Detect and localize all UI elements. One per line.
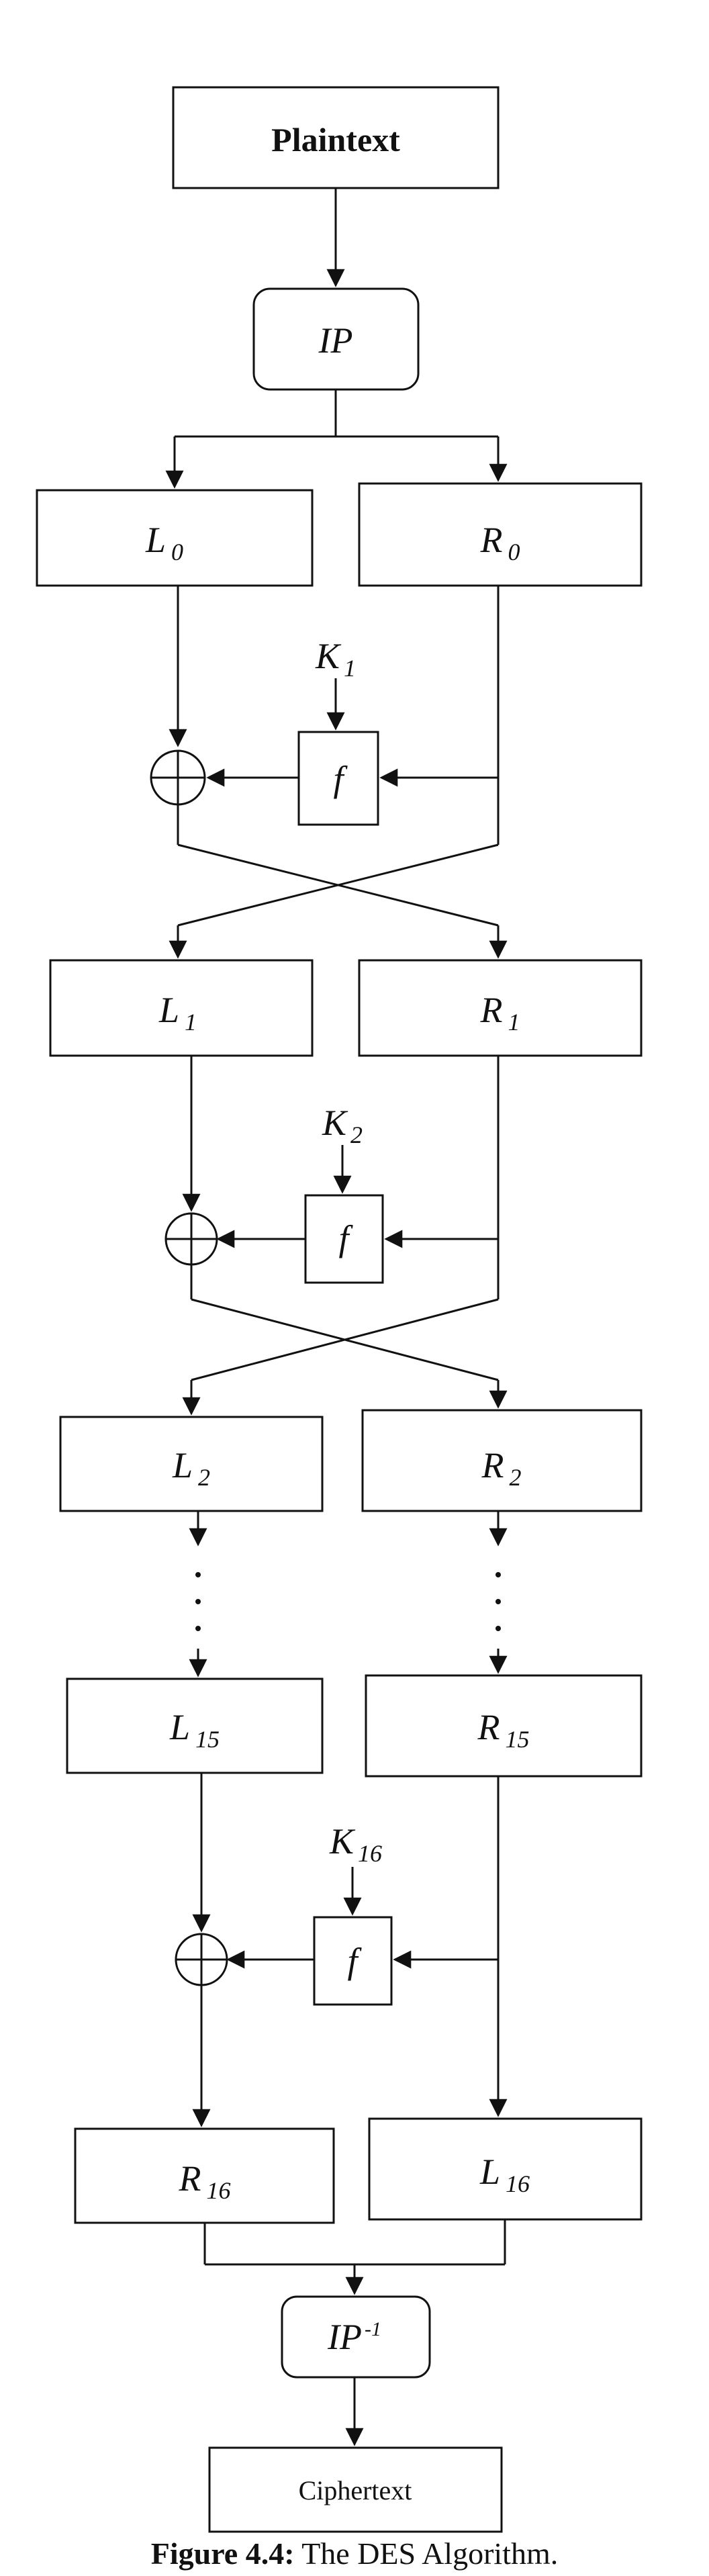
ciphertext-label: Ciphertext [299,2475,412,2505]
xor-icon-16 [175,1933,228,1986]
ciphertext-box [208,2446,503,2533]
f-box-16 [313,1916,393,2006]
cross-2b [191,1298,499,1381]
l15-box [66,1677,324,1774]
l16-box [368,2117,643,2221]
r15-box [365,1674,643,1778]
plaintext-box [172,86,500,189]
ip-inverse-label: IP-1 [327,2317,381,2357]
xor-icon-1 [150,749,206,806]
l2-box [59,1416,324,1512]
ip-inverse-box [281,2295,431,2379]
xor-icon-2 [164,1212,218,1266]
r16-box [74,2127,335,2224]
r2-box [361,1409,643,1512]
l0-box [36,489,314,587]
r1-box [358,959,643,1057]
plaintext-label: Plaintext [271,121,400,158]
ip-label: IP [318,320,353,361]
r0-box [358,482,643,587]
ellipsis-left [195,1572,201,1631]
figure-caption: Figure 4.4: The DES Algorithm. [151,2536,559,2571]
l1-box [49,959,314,1057]
ellipsis-right [495,1572,501,1631]
cross-1b [177,843,499,927]
